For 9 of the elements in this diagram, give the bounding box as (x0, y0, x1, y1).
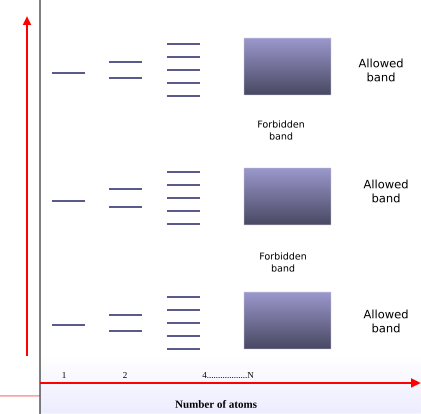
band-label: Allowed band (358, 58, 402, 82)
band-label: Allowed band (364, 310, 408, 332)
axis-title: Number of atoms (175, 400, 257, 408)
tick-label: 4..................N (202, 372, 254, 378)
band-label: Forbidden band (260, 252, 306, 272)
band-label: Forbidden band (258, 120, 304, 140)
tick-label: 1 (62, 372, 66, 378)
band-label: Allowed band (364, 180, 408, 202)
tick-label: 2 (123, 372, 127, 378)
